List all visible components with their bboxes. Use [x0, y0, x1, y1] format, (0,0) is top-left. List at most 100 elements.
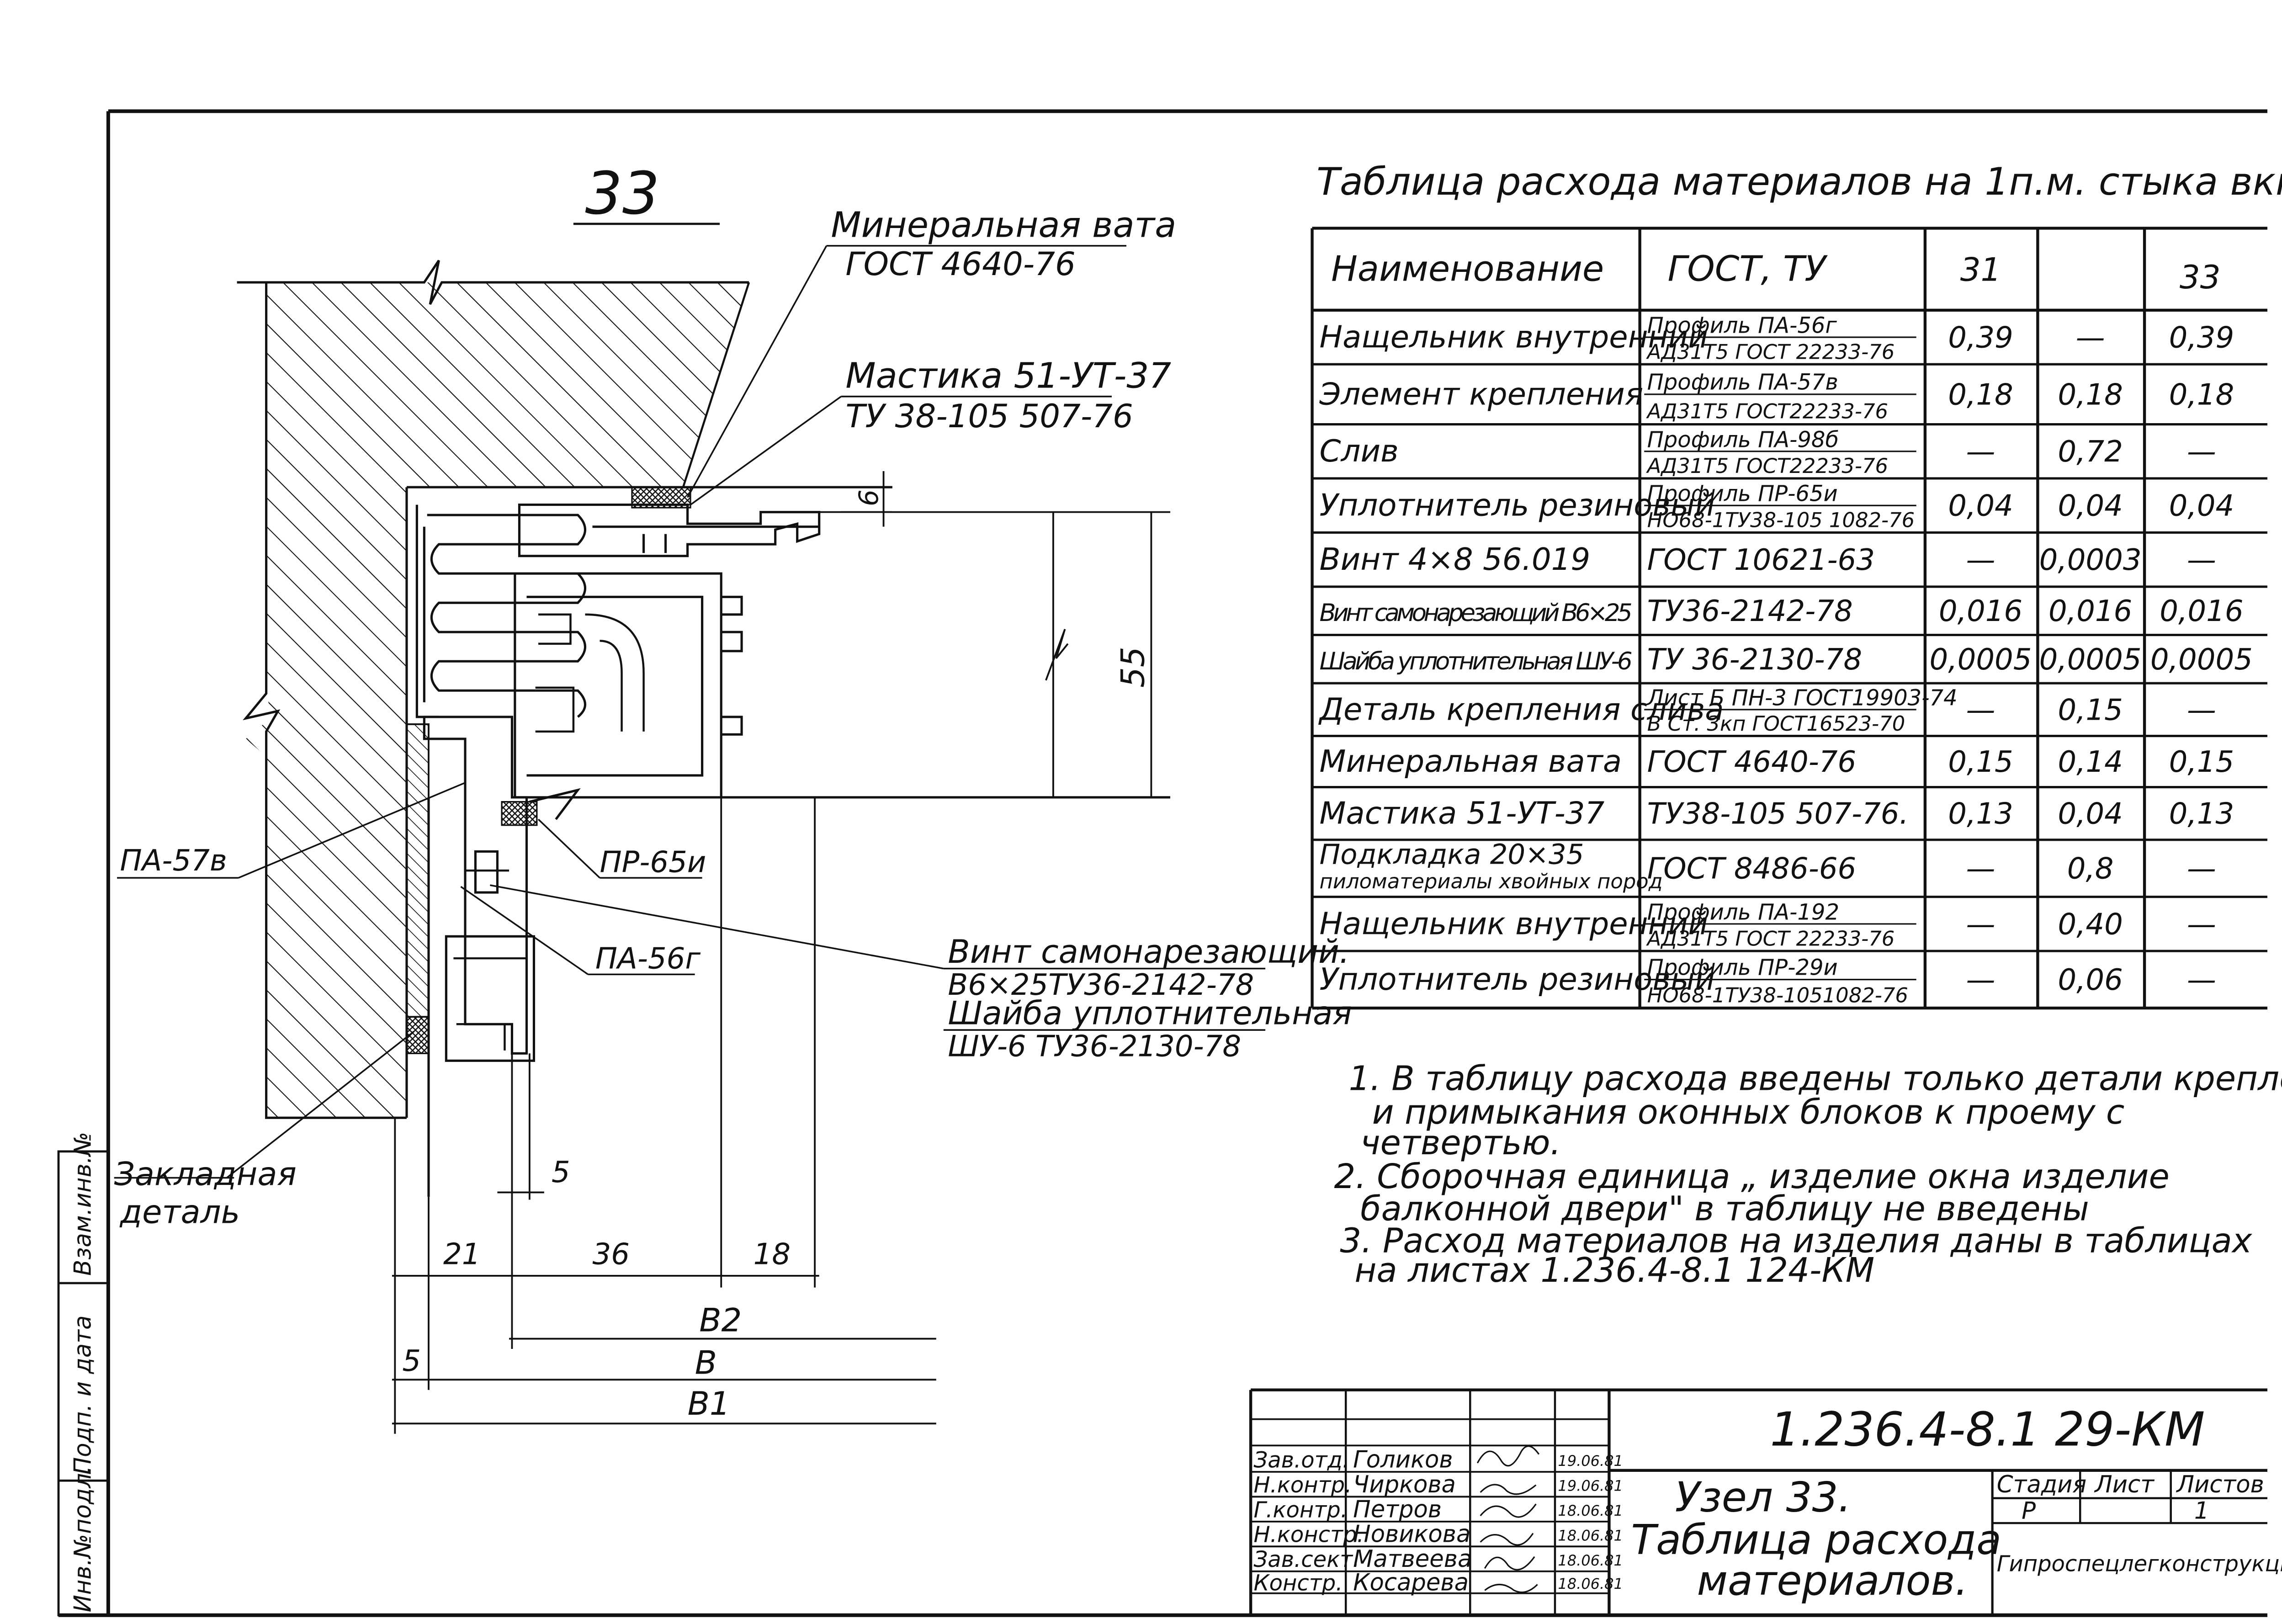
cell-col-33: —	[2187, 908, 2216, 941]
cell-col-33: —	[2187, 693, 2216, 727]
header-col-31: 31	[1960, 251, 2001, 289]
cell-gost: АД31Т5 ГОСТ 22233-76	[1646, 926, 1895, 950]
cell-gost: Лист Б ПН-3 ГОСТ19903-74	[1646, 685, 1958, 711]
title-line-1: Узел 33.	[1675, 1474, 1851, 1521]
sheet-value: 1	[2194, 1497, 2209, 1524]
cell-name: Нащельник внутренний	[1320, 319, 1708, 355]
cell-col-33: 0,13	[2169, 797, 2234, 831]
cell-name: Слив	[1320, 433, 1399, 469]
callout-screw-std: В6×25ТУ36-2142-78	[948, 968, 1254, 1002]
cell-gost: НО68-1ТУ38-1051082-76	[1647, 983, 1908, 1008]
callout-pa56g: ПА-56г	[595, 942, 701, 976]
cell-col-31: 0,18	[1948, 378, 2013, 412]
cell-gost: ТУ 36-2130-78	[1647, 643, 1862, 677]
dim-21: 21	[443, 1237, 480, 1271]
cell-gost: АД31Т5 ГОСТ 22233-76	[1646, 340, 1895, 364]
staff-date: 18.06.81	[1558, 1527, 1623, 1544]
cell-col-32: 0,14	[2058, 745, 2123, 779]
cell-col-31: —	[1966, 693, 1995, 727]
callout-washer: Шайба уплотнительная	[948, 994, 1352, 1032]
cell-gost: Профиль ПА-56г	[1647, 313, 1837, 339]
cell-gost: ТУ36-2142-78	[1647, 594, 1853, 628]
cell-gost: АД31Т5 ГОСТ22233-76	[1646, 454, 1888, 478]
table-title: Таблица расхода материалов на 1п.м. стык…	[1316, 159, 2282, 204]
cell-col-33: —	[2187, 963, 2216, 997]
title-block: 1.236.4-8.1 29-КМ Узел 33. Таблица расхо…	[1249, 1388, 2282, 1615]
dim-5-top: 5	[552, 1156, 570, 1189]
staff-date: 19.06.81	[1558, 1477, 1623, 1495]
staff-role: Констр.	[1253, 1570, 1343, 1596]
staff-name: Чиркова	[1353, 1471, 1456, 1498]
callout-embedded-part-2: деталь	[120, 1194, 240, 1231]
note-line: и примыкания оконных блоков к проему с	[1372, 1093, 2125, 1132]
callout-washer-std: ШУ-6 ТУ36-2130-78	[948, 1030, 1241, 1064]
dim-v: В	[695, 1344, 717, 1381]
note-line: на листах 1.236.4-8.1 124-КМ	[1354, 1251, 1874, 1290]
staff-date: 18.06.81	[1558, 1552, 1623, 1569]
table-header: Наименование ГОСТ, ТУ 31 33	[1331, 249, 2220, 296]
materials-table: Таблица расхода материалов на 1п.м. стык…	[1311, 159, 2282, 1010]
organization: Гипроспецлегконструкция	[1997, 1551, 2282, 1577]
side-stamp: Инв.№подл. Подп. и дата Взам.инв.№	[57, 1132, 110, 1617]
document-code: 1.236.4-8.1 29-КМ	[1770, 1402, 2205, 1457]
cell-col-33: 0,0005	[2150, 643, 2253, 677]
cell-col-31: —	[1966, 435, 1995, 469]
note-line: четвертью.	[1360, 1124, 1561, 1162]
dim-5-bottom: 5	[402, 1344, 421, 1378]
sheets-header: Листов	[2176, 1471, 2264, 1498]
cell-col-33: 0,15	[2169, 745, 2234, 779]
staff-name: Матвеева	[1353, 1545, 1472, 1573]
note-line: балконной двери" в таблицу не введены	[1360, 1189, 2089, 1228]
cell-name: Винт самонарезающий В6×25	[1320, 599, 1633, 627]
note-line: 1. В таблицу расхода введены только дета…	[1349, 1059, 2282, 1098]
sheet-header: Лист	[2094, 1471, 2155, 1498]
cell-name: Шайба уплотнительная ШУ-6	[1320, 647, 1633, 675]
cell-name: Подкладка 20×35	[1320, 839, 1584, 870]
header-gost: ГОСТ, ТУ	[1667, 249, 1828, 290]
cell-col-31: —	[1966, 543, 1995, 577]
cell-gost: ТУ38-105 507-76.	[1647, 797, 1909, 831]
callout-mastic-std: ТУ 38-105 507-76	[845, 398, 1133, 435]
cell-gost: Профиль ПА-57в	[1647, 369, 1838, 395]
dim-36: 36	[593, 1237, 630, 1271]
cell-col-32: 0,0003	[2039, 543, 2142, 577]
cell-gost: Профиль ПР-65и	[1647, 481, 1838, 507]
embedded-strip	[406, 723, 430, 1018]
cell-name: Нащельник внутренний	[1320, 906, 1708, 941]
cell-col-32: 0,18	[2058, 378, 2123, 412]
cell-col-32: 0,15	[2058, 693, 2123, 727]
staff-date: 18.06.81	[1558, 1575, 1623, 1592]
stage-value: Р	[2022, 1497, 2036, 1524]
cell-col-32: 0,06	[2058, 963, 2123, 997]
staff-name: Косарева	[1353, 1569, 1469, 1596]
cell-gost: ГОСТ 10621-63	[1647, 543, 1875, 577]
stamp-inv-orig: Инв.№подл.	[69, 1466, 96, 1613]
staff-role: Зав.отд.	[1253, 1447, 1349, 1473]
cell-name: Винт 4×8 56.019	[1320, 541, 1591, 577]
dim-v1: В1	[688, 1385, 730, 1422]
cell-gost: В Ст. 3кп ГОСТ16523-70	[1647, 711, 1905, 736]
callout-mastic: Мастика 51-УТ-37	[845, 356, 1171, 396]
notes: 1. В таблицу расхода введены только дета…	[1334, 1059, 2282, 1290]
cell-col-32: 0,72	[2058, 435, 2123, 469]
cell-gost: ГОСТ 4640-76	[1647, 745, 1857, 779]
table-grid	[1311, 227, 2267, 1010]
cell-col-32: 0,8	[2067, 852, 2114, 886]
callout-screw: Винт самонарезающий.	[948, 933, 1349, 971]
cell-col-32: 0,016	[2048, 594, 2132, 628]
staff-role: Н.констр.	[1253, 1522, 1364, 1548]
note-line: 3. Расход материалов на изделия даны в т…	[1340, 1222, 2252, 1261]
staff-role: Зав.сект.	[1253, 1547, 1359, 1572]
staff-name: Петров	[1353, 1496, 1442, 1523]
staff-date: 18.06.81	[1558, 1502, 1623, 1519]
cell-name: Элемент крепления	[1319, 376, 1644, 412]
title-line-3: материалов.	[1697, 1557, 1968, 1605]
callout-pa57v: ПА-57в	[120, 844, 227, 878]
signature-marks	[1476, 1445, 1540, 1593]
callout-mineral-wool: Минеральная вата	[831, 205, 1176, 246]
dim-6: 6	[854, 489, 884, 506]
cell-col-32: —	[2076, 321, 2105, 355]
dim-18: 18	[754, 1237, 791, 1271]
